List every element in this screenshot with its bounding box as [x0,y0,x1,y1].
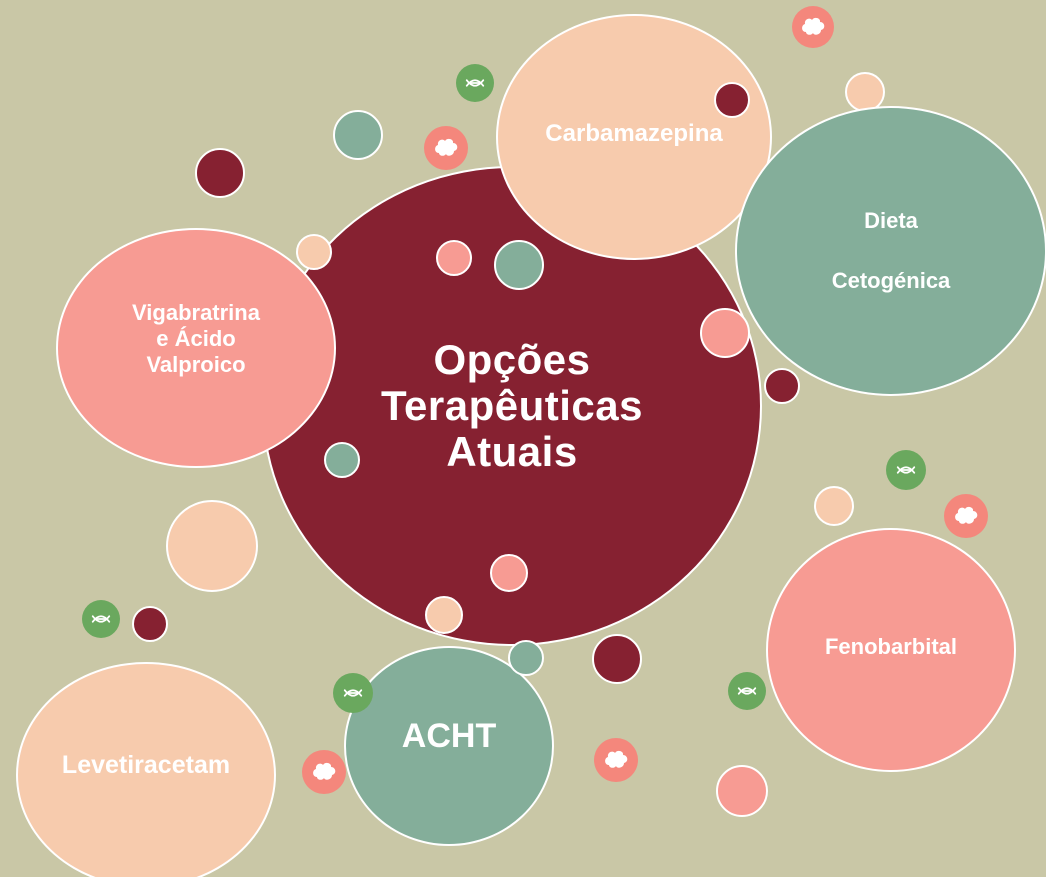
decor-dot-peach [845,72,885,112]
brain-icon [792,6,834,48]
node-acht-label: ACHT [401,716,497,755]
node-carbamazepina: Carbamazepina [496,14,772,260]
decor-dot-maroon [592,634,642,684]
brain-icon-glyph [802,17,825,35]
dna-icon-glyph [896,466,916,474]
node-levetiracetam-label: Levetiracetam [61,750,231,779]
center-topic-label: Opções Terapêuticas Atuais [381,337,643,475]
brain-icon [594,738,638,782]
node-acht: ACHT [344,646,554,846]
decor-dot-peach [814,486,854,526]
decor-dot-coral [700,308,750,358]
decor-dot-maroon [714,82,750,118]
decor-dot-coral [436,240,472,276]
decor-dot-maroon [195,148,245,198]
decor-dot-maroon [132,606,168,642]
dna-icon [333,673,373,713]
brain-icon [302,750,346,794]
decor-dot-sage [508,640,544,676]
brain-icon-glyph [435,138,458,156]
decor-dot-sage [324,442,360,478]
node-dieta-line-1: Dieta [864,208,918,233]
dna-icon-glyph [343,689,363,697]
node-vigabatrina-line-3: Valproico [146,352,246,377]
decor-dot-coral [716,765,768,817]
center-line-1: Opções [433,336,591,383]
decor-dot-peach [425,596,463,634]
node-vigabatrina-label: Vigabratrina e Ácido Valproico [132,300,260,378]
decor-dot-peach-large [166,500,258,592]
brain-icon [944,494,988,538]
brain-icon-glyph [313,762,336,780]
dna-icon-glyph [91,615,111,623]
dna-icon [886,450,926,490]
node-carbamazepina-label: Carbamazepina [545,120,723,147]
node-vigabatrina-line-2: e Ácido [156,326,236,351]
decor-dot-sage [494,240,544,290]
dna-icon [728,672,766,710]
dna-icon-glyph [465,79,485,87]
decor-dot-coral [490,554,528,592]
brain-icon-glyph [605,750,628,768]
center-line-3: Atuais [446,428,578,475]
dna-icon-glyph [737,687,757,695]
node-dieta-line-2: Cetogénica [831,268,951,293]
brain-icon-glyph [955,506,978,524]
decor-dot-peach [296,234,332,270]
brain-icon [424,126,468,170]
node-fenobarbital: Fenobarbital [766,528,1016,772]
dna-icon [82,600,120,638]
center-line-2: Terapêuticas [381,382,643,429]
decor-dot-maroon [764,368,800,404]
node-levetiracetam: Levetiracetam [16,662,276,877]
node-vigabatrina: Vigabratrina e Ácido Valproico [56,228,336,468]
dna-icon [456,64,494,102]
node-dieta-cetogenica: Dieta Cetogénica [735,106,1046,396]
node-fenobarbital-label: Fenobarbital [824,634,957,659]
decor-dot-sage [333,110,383,160]
node-vigabatrina-line-1: Vigabratrina [132,300,260,325]
